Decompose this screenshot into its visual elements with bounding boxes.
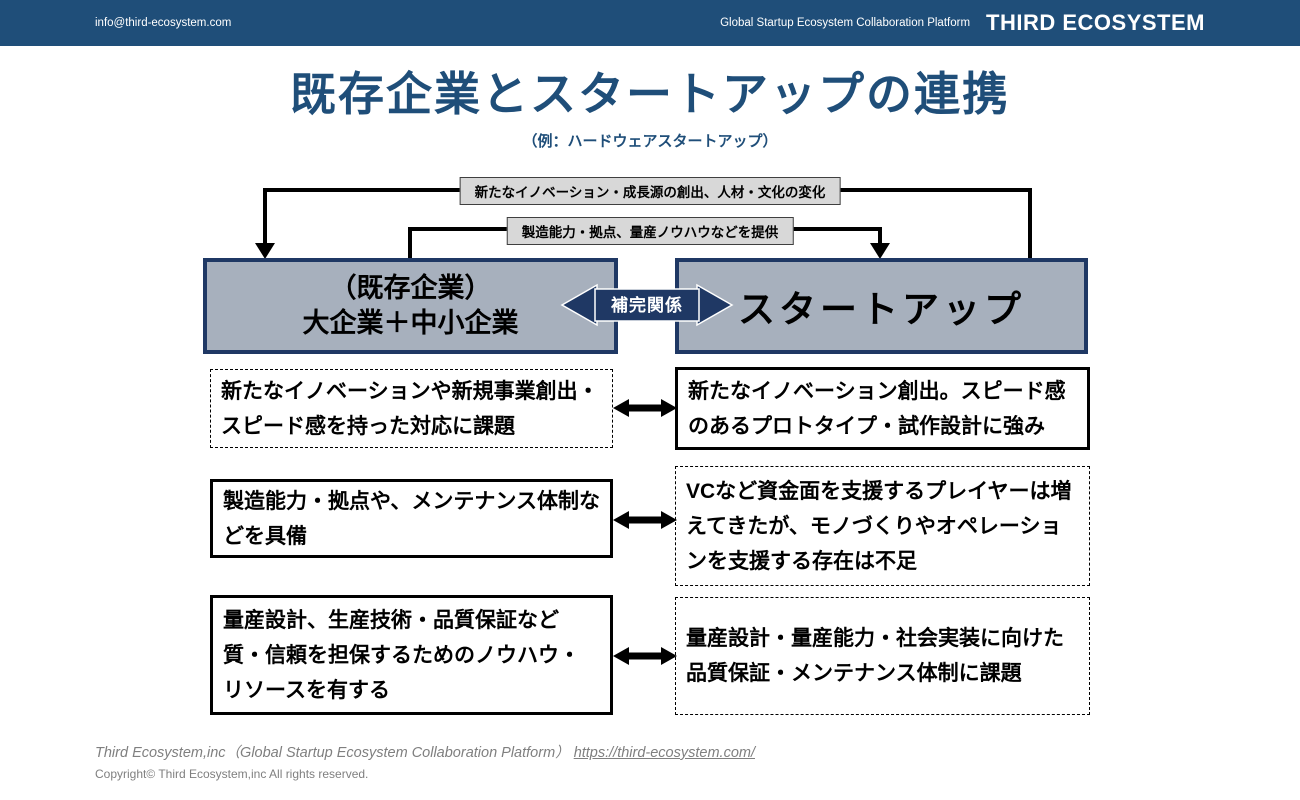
row3-incumbent-box: 量産設計、生産技術・品質保証など質・信頼を担保するためのノウハウ・リソースを有す… xyxy=(210,595,613,715)
header-bar: info@third-ecosystem.com Global Startup … xyxy=(0,0,1300,46)
exchange-arrow-row1 xyxy=(613,399,677,417)
arrowhead-down-icon xyxy=(255,243,275,259)
row3-incumbent-text: 量産設計、生産技術・品質保証など質・信頼を担保するためのノウハウ・リソースを有す… xyxy=(223,608,580,702)
incumbent-box-line2: 大企業＋中小企業 xyxy=(302,308,519,338)
flow-label-manufacturing: 製造能力・拠点、量産ノウハウなどを提供 xyxy=(506,217,794,245)
row2-incumbent-text: 製造能力・拠点や、メンテナンス体制などを具備 xyxy=(223,489,600,548)
exchange-arrow-row3 xyxy=(613,647,677,665)
row1-startup-box: 新たなイノベーション創出。スピード感のあるプロトタイプ・試作設計に強み xyxy=(675,367,1090,450)
footer-company-line: Third Ecosystem,inc（Global Startup Ecosy… xyxy=(95,741,755,762)
company-logo: THIRD ECOSYSTEM xyxy=(986,10,1205,35)
page-subtitle: （例：ハードウェアスタートアップ） xyxy=(522,133,778,150)
flow-label-innovation: 新たなイノベーション・成長源の創出、人材・文化の変化 xyxy=(459,177,841,205)
footer-company-text: Third Ecosystem,inc（Global Startup Ecosy… xyxy=(95,745,570,761)
row1-incumbent-text: 新たなイノベーションや新規事業創出・スピード感を持った対応に課題 xyxy=(221,379,599,438)
contact-email: info@third-ecosystem.com xyxy=(95,17,232,29)
footer-copyright: Copyright© Third Ecosystem,inc All right… xyxy=(95,767,369,781)
header-tagline: Global Startup Ecosystem Collaboration P… xyxy=(720,17,971,29)
row2-startup-box: VCなど資金面を支援するプレイヤーは増えてきたが、モノづくりやオペレーションを支… xyxy=(675,466,1090,586)
row3-startup-text: 量産設計・量産能力・社会実装に向けた品質保証・メンテナンス体制に課題 xyxy=(686,627,1064,685)
row2-startup-text: VCなど資金面を支援するプレイヤーは増えてきたが、モノづくりやオペレーションを支… xyxy=(686,479,1072,573)
website-link[interactable]: https://third-ecosystem.com/ xyxy=(573,745,755,761)
row1-startup-text: 新たなイノベーション創出。スピード感のあるプロトタイプ・試作設計に強み xyxy=(688,379,1066,438)
row3-startup-box: 量産設計・量産能力・社会実装に向けた品質保証・メンテナンス体制に課題 xyxy=(675,597,1090,715)
header-right: Global Startup Ecosystem Collaboration P… xyxy=(720,10,1205,36)
incumbent-box: （既存企業） 大企業＋中小企業 xyxy=(203,258,618,354)
page-title: 既存企業とスタートアップの連携 xyxy=(290,68,1010,120)
startup-box: スタートアップ xyxy=(675,258,1088,354)
arrowhead-down-icon xyxy=(870,243,890,259)
startup-box-label: スタートアップ xyxy=(738,289,1025,330)
incumbent-box-line1: （既存企業） xyxy=(329,272,492,303)
exchange-arrow-row2 xyxy=(613,511,677,529)
row1-incumbent-box: 新たなイノベーションや新規事業創出・スピード感を持った対応に課題 xyxy=(210,369,613,448)
row2-incumbent-box: 製造能力・拠点や、メンテナンス体制などを具備 xyxy=(210,479,613,558)
relation-label: 補完関係 xyxy=(610,295,683,315)
